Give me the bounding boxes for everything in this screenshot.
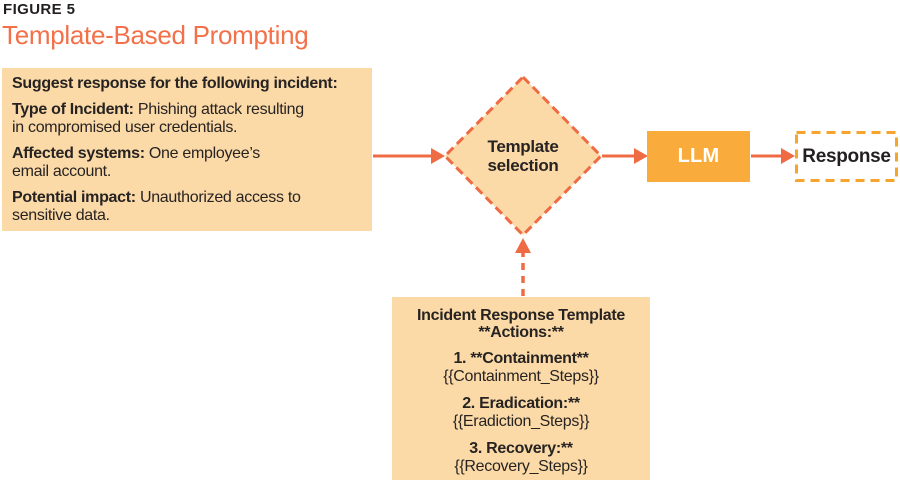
arrowhead-right-icon	[781, 148, 795, 164]
template-step-heading: 3. Recovery:**	[469, 440, 573, 457]
template-step-placeholder: {{Eradiction_Steps}}	[452, 413, 590, 430]
response-label: Response	[802, 145, 891, 167]
llm-label: LLM	[677, 145, 720, 167]
prompt-item-affected-systems: Affected systems: One employee’s email a…	[12, 145, 362, 181]
prompt-item-potential-impact: Potential impact: Unauthorized access to…	[12, 189, 362, 225]
diamond-label-line2: selection	[487, 156, 559, 175]
arrowhead-up-icon	[515, 238, 531, 253]
prompt-intro: Suggest response for the following incid…	[12, 75, 338, 92]
arrowhead-right-icon	[634, 148, 648, 164]
incident-prompt-box: Suggest response for the following incid…	[2, 68, 372, 231]
template-step-placeholder: {{Containment_Steps}}	[443, 368, 599, 385]
template-title-line2: **Actions:**	[478, 324, 564, 341]
template-title-line1: Incident Response Template	[417, 307, 625, 324]
template-step-containment: 1. **Containment** {{Containment_Steps}}	[398, 350, 644, 386]
prompt-item-label: Affected systems:	[12, 145, 145, 162]
prompt-item-text: Phishing attack resulting in compromised…	[12, 101, 304, 136]
figure-label: FIGURE 5	[3, 1, 76, 18]
template-step-recovery: 3. Recovery:** {{Recovery_Steps}}	[398, 440, 644, 476]
llm-node: LLM	[647, 131, 750, 182]
figure-title: Template-Based Prompting	[2, 20, 309, 50]
prompt-item-text: One employee’s email account.	[12, 145, 261, 180]
template-step-heading: 2. Eradication:**	[462, 395, 580, 412]
response-dashed-frame	[795, 131, 898, 182]
template-step-eradication: 2. Eradication:** {{Eradiction_Steps}}	[398, 395, 644, 431]
prompt-item-label: Potential impact:	[12, 189, 136, 206]
arrowhead-right-icon	[431, 148, 445, 164]
prompt-item-text: Unauthorized access to sensitive data.	[12, 189, 301, 224]
incident-response-template-box: Incident Response Template **Actions:** …	[392, 297, 650, 480]
prompt-item-type-of-incident: Type of Incident: Phishing attack result…	[12, 101, 362, 137]
template-selection-diamond	[442, 74, 604, 238]
prompt-item-label: Type of Incident:	[12, 101, 134, 118]
template-selection-node: Template selection	[453, 137, 593, 175]
template-step-heading: 1. **Containment**	[453, 350, 589, 367]
response-node: Response	[795, 131, 898, 182]
diamond-label-line1: Template	[487, 137, 559, 156]
template-step-placeholder: {{Recovery_Steps}}	[454, 458, 588, 475]
